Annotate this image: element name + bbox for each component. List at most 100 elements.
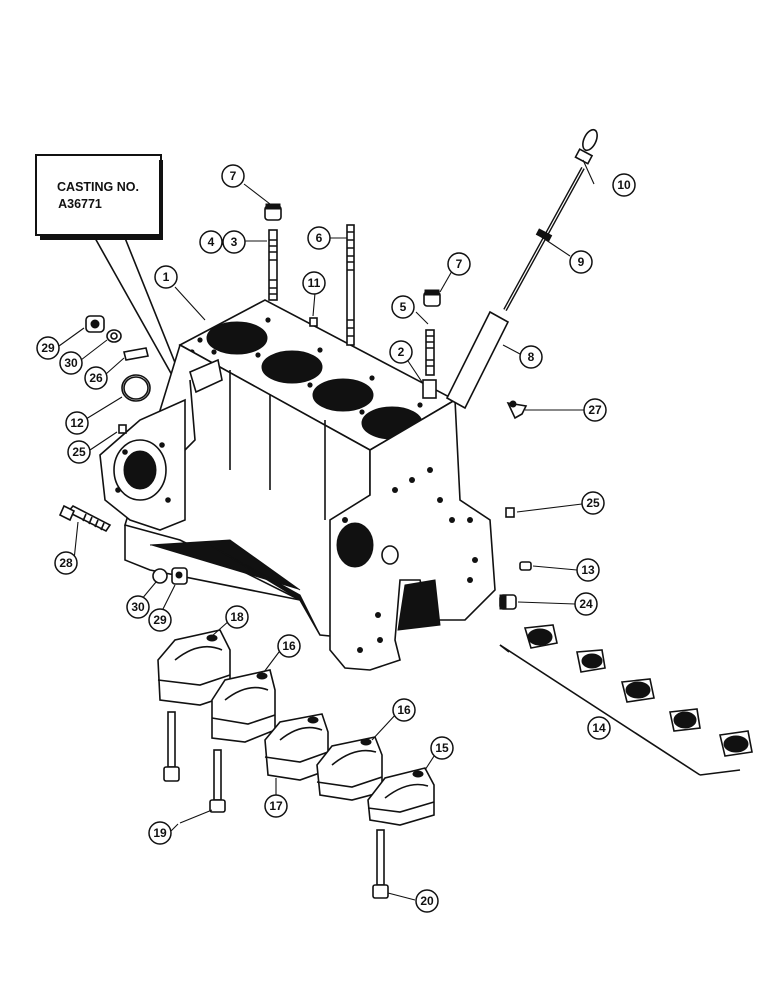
dipstick-9 <box>503 128 598 311</box>
svg-text:20: 20 <box>420 894 434 908</box>
nut-29-upper <box>85 315 105 333</box>
callout-6: 6 <box>307 226 331 250</box>
svg-text:9: 9 <box>578 255 585 269</box>
callout-9: 9 <box>569 250 593 274</box>
bolt-28 <box>58 504 112 533</box>
svg-text:1: 1 <box>163 270 170 284</box>
callout-5: 5 <box>391 295 415 319</box>
bearing-shell-1 <box>523 624 558 649</box>
svg-text:16: 16 <box>282 639 296 653</box>
callout-25-left: 25 <box>67 440 91 464</box>
plug-27 <box>506 400 528 420</box>
callout-20: 20 <box>415 889 439 913</box>
stud-5 <box>425 329 435 376</box>
rear-end-bore <box>123 450 157 490</box>
cylinder-bore-3 <box>312 378 374 412</box>
svg-text:29: 29 <box>41 341 55 355</box>
nut-29-lower <box>171 567 188 585</box>
cap-bolt-19-right <box>209 749 226 813</box>
svg-text:16: 16 <box>397 703 411 717</box>
callout-27: 27 <box>583 398 607 422</box>
bearing-cap-16-right <box>316 736 383 801</box>
svg-text:12: 12 <box>70 416 84 430</box>
svg-text:7: 7 <box>456 257 463 271</box>
callout-7-upper: 7 <box>221 164 245 188</box>
sleeve-2 <box>422 379 437 399</box>
engine-block <box>99 299 496 671</box>
cap-bolt-19-left <box>163 711 180 782</box>
callout-14: 14 <box>587 716 611 740</box>
callout-layer: 7 4 3 6 11 1 7 5 2 10 9 8 27 29 30 26 12… <box>36 164 636 913</box>
callout-29-upper: 29 <box>36 336 60 360</box>
callout-18: 18 <box>225 605 249 629</box>
callout-29-lower: 29 <box>148 608 172 632</box>
callout-16-right: 16 <box>392 698 416 722</box>
svg-text:19: 19 <box>153 826 167 840</box>
callout-15: 15 <box>430 736 454 760</box>
svg-text:14: 14 <box>592 721 606 735</box>
svg-text:4: 4 <box>208 235 215 249</box>
callout-17: 17 <box>264 794 288 818</box>
svg-text:29: 29 <box>153 613 167 627</box>
svg-text:24: 24 <box>579 597 593 611</box>
cylinder-bore-2 <box>261 350 323 384</box>
bearing-set-14 <box>499 624 753 776</box>
svg-text:30: 30 <box>131 600 145 614</box>
callout-10: 10 <box>612 173 636 197</box>
bearing-shell-5 <box>719 730 753 757</box>
svg-text:28: 28 <box>59 556 73 570</box>
bearing-cap-16-left <box>211 669 276 743</box>
callout-19: 19 <box>148 821 172 845</box>
stud-3-4 <box>268 229 278 301</box>
bearing-cap-15 <box>367 767 435 826</box>
front-end-bore <box>336 522 374 568</box>
casting-number-line2: A36771 <box>58 197 102 211</box>
callout-12: 11 <box>302 271 326 295</box>
svg-text:7: 7 <box>230 169 237 183</box>
svg-text:6: 6 <box>316 231 323 245</box>
callout-1: 1 <box>154 265 178 289</box>
callout-11: 12 <box>65 411 89 435</box>
bushing-24 <box>499 594 517 610</box>
svg-text:3: 3 <box>231 235 238 249</box>
bearing-cap-17 <box>264 713 329 781</box>
svg-text:5: 5 <box>400 300 407 314</box>
nut-7-lower <box>423 289 441 307</box>
plug-11 <box>121 374 151 402</box>
callout-16-left: 16 <box>277 634 301 658</box>
svg-text:26: 26 <box>89 371 103 385</box>
callout-25-right: 25 <box>581 491 605 515</box>
cylinder-bore-1 <box>206 321 268 355</box>
callout-8: 8 <box>519 345 543 369</box>
callout-28: 28 <box>54 551 78 575</box>
casting-number-box: CASTING NO. A36771 <box>35 154 191 401</box>
washer-30-upper <box>106 329 122 343</box>
svg-text:17: 17 <box>269 799 283 813</box>
bearing-shell-2 <box>576 649 606 673</box>
svg-text:25: 25 <box>72 445 86 459</box>
casting-number-line1: CASTING NO. <box>57 180 139 194</box>
svg-text:10: 10 <box>617 178 631 192</box>
svg-text:25: 25 <box>586 496 600 510</box>
bearing-shell-3 <box>621 678 655 703</box>
callout-26: 26 <box>84 366 108 390</box>
bearing-shell-4 <box>669 708 701 732</box>
callout-24: 24 <box>574 592 598 616</box>
callout-30-lower: 30 <box>126 595 150 619</box>
svg-text:15: 15 <box>435 741 449 755</box>
callout-2: 2 <box>389 340 413 364</box>
stud-6 <box>346 224 355 346</box>
svg-text:18: 18 <box>230 610 244 624</box>
leader-lines <box>58 159 595 901</box>
callout-7-lower: 7 <box>447 252 471 276</box>
svg-text:11: 11 <box>308 276 321 290</box>
cap-bolt-20 <box>372 829 389 899</box>
svg-text:2: 2 <box>398 345 405 359</box>
callout-4: 4 <box>199 230 223 254</box>
svg-text:30: 30 <box>64 356 78 370</box>
svg-text:8: 8 <box>528 350 535 364</box>
dowel-12 <box>309 317 318 327</box>
washer-30-lower <box>152 568 168 584</box>
